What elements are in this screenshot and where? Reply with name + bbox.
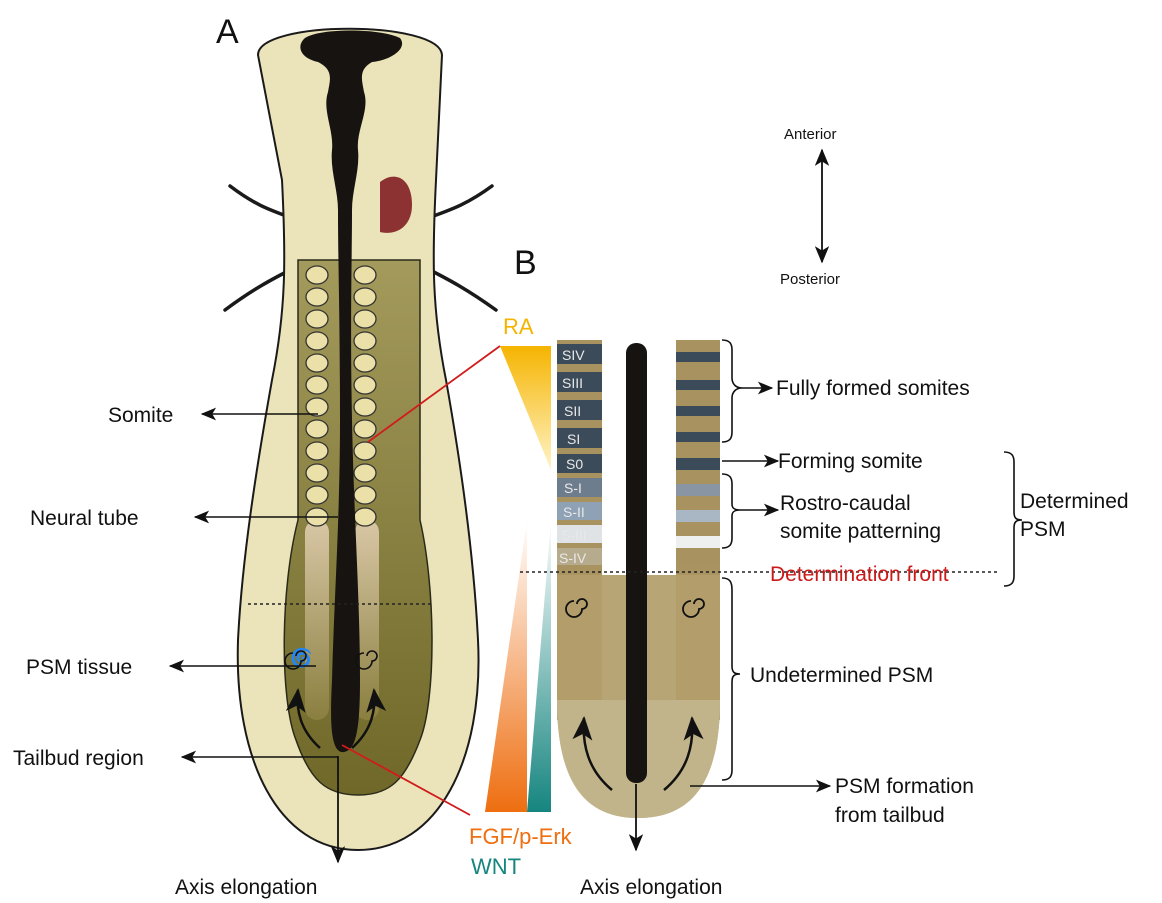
brace-rostrocaudal [722,474,740,548]
wnt-label: WNT [471,854,521,879]
psm-right-lower-b [676,575,720,720]
somite-label-s-3: S-III [561,527,587,543]
somite-label-s3: SIII [562,375,583,391]
somite-label-s4: SIV [562,347,585,363]
ra-label: RA [503,314,534,339]
fgf-gradient-wedge [485,520,527,812]
tailbud-region-label: Tailbud region [13,747,144,770]
psm-formation-label-line1: PSM formation [835,775,974,798]
somite-label: Somite [108,404,173,427]
rostrocaudal-label-line1: Rostro-caudal [780,492,911,515]
wnt-gradient-wedge [527,520,551,812]
somite-label-s0: S0 [566,456,583,472]
neural-tube-b [626,343,647,783]
determined-psm-label-line1: Determined [1020,490,1129,513]
anterior-label: Anterior [784,126,837,143]
forming-somite-label: Forming somite [778,450,923,473]
somite-label-s-4: S-IV [559,550,587,566]
psm-strip-left-a [305,520,329,720]
neural-tube-label: Neural tube [30,507,139,530]
posterior-label: Posterior [780,271,840,288]
brace-undetermined [722,578,740,780]
panel-b-letter: B [514,244,537,282]
fully-formed-label: Fully formed somites [776,377,970,400]
determined-psm-label-line2: PSM [1020,518,1066,541]
somite-label-s-1: S-I [564,480,582,496]
rostrocaudal-label-line2: somite patterning [780,520,941,543]
somite-label-s-2: S-II [563,504,585,520]
ra-gradient-wedge [500,346,551,470]
psm-left-lower-b [557,575,602,720]
fgf-label: FGF/p-Erk [469,824,573,849]
axis-elongation-label-b: Axis elongation [580,876,722,899]
brace-fully-formed [722,340,742,442]
psm-formation-label-line2: from tailbud [835,804,945,827]
somite-label-s1: SI [567,431,580,447]
determination-front-label: Determination front [770,563,949,586]
panel-a-letter: A [216,13,239,51]
psm-tissue-label: PSM tissue [26,656,132,679]
somite-label-s2: SII [564,403,581,419]
axis-elongation-label-a: Axis elongation [175,876,317,899]
undetermined-psm-label: Undetermined PSM [750,664,933,687]
